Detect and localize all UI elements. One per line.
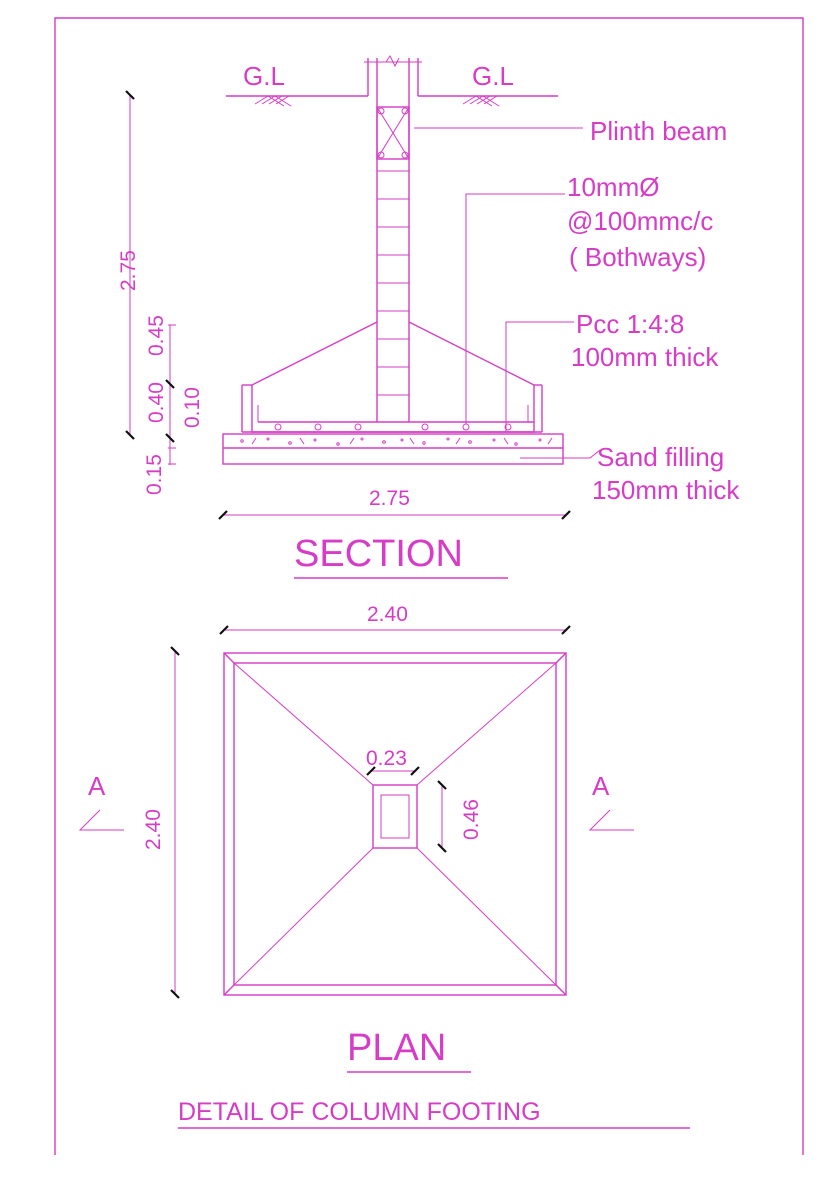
sand-leader — [520, 449, 601, 459]
plan-view: 2.40 2.40 0.23 0.46 A A — [78, 603, 634, 1073]
plinth-beam-bars — [377, 107, 409, 159]
drawing-caption: DETAIL OF COLUMN FOOTING — [178, 1098, 541, 1126]
pcc-hatch — [240, 437, 553, 446]
pcc-sand-layers — [222, 433, 564, 465]
dim-section-width: 2.75 — [369, 487, 410, 510]
plan-column-inner — [380, 794, 410, 839]
dim-straight-height: 0.40 — [145, 382, 168, 423]
ground-hatch-left — [254, 95, 292, 107]
plinth-beam-label: Plinth beam — [590, 116, 727, 146]
ground-level-label-right: G.L — [472, 61, 514, 91]
section-view: G.L G.L — [117, 55, 740, 579]
sheet-border — [54, 17, 804, 1155]
dim-sand-height: 0.15 — [143, 454, 166, 495]
ground-hatch-right — [462, 95, 500, 107]
plan-outer-square — [223, 652, 567, 996]
section-arrow-left — [78, 809, 124, 831]
rebar-leader — [465, 193, 565, 424]
dim-slope-height: 0.45 — [145, 315, 168, 356]
section-mark-left: A — [88, 771, 106, 801]
dim-plan-width: 2.40 — [367, 603, 408, 626]
section-title: SECTION — [294, 533, 463, 575]
dim-col-width: 0.23 — [366, 747, 407, 770]
sand-label-line1: Sand filling — [597, 442, 724, 472]
dim-pcc-height: 0.10 — [181, 387, 204, 428]
pcc-label-line1: Pcc 1:4:8 — [576, 309, 684, 339]
dim-total-height: 2.75 — [117, 250, 140, 291]
pcc-leader — [505, 321, 574, 432]
section-mark-right: A — [592, 771, 610, 801]
column-break-mark — [385, 55, 400, 68]
sand-label-line2: 150mm thick — [592, 475, 740, 505]
ground-level-label-left: G.L — [243, 61, 285, 91]
section-arrow-right — [588, 809, 634, 831]
rebar-label-line2: @100mmc/c — [567, 206, 713, 236]
dim-plan-height: 2.40 — [142, 809, 165, 850]
rebar-label-line3: ( Bothways) — [569, 242, 706, 272]
plinth-beam — [376, 106, 410, 160]
dim-col-depth: 0.46 — [460, 799, 483, 840]
plan-inner-square — [233, 662, 557, 986]
pcc-label-line2: 100mm thick — [571, 342, 719, 372]
plan-column — [372, 784, 418, 849]
rebar-label-line1: 10mmØ — [567, 172, 659, 202]
column-ties — [377, 170, 409, 396]
rebar-dots — [274, 423, 512, 431]
plan-title: PLAN — [347, 1027, 446, 1069]
